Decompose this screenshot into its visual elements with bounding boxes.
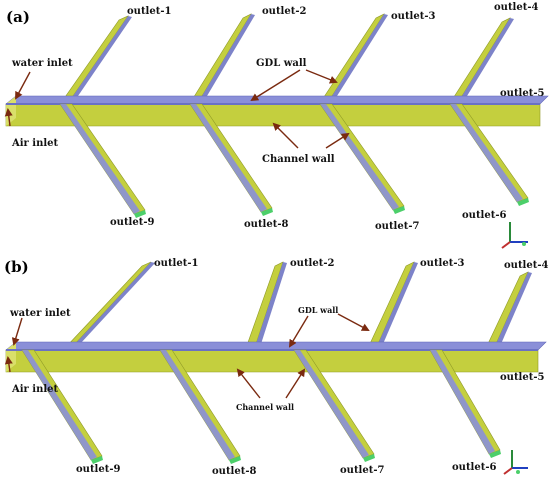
branch-outlet-3-a xyxy=(321,13,385,101)
branch-outlet-4-b xyxy=(485,271,529,349)
gdl-wall-label-a: GDL wall xyxy=(256,58,307,69)
gdl-top-face-a xyxy=(5,95,549,105)
outlet-1-label-a: outlet-1 xyxy=(127,6,171,17)
channel-front-face-b xyxy=(5,349,539,373)
upper-branches-a xyxy=(62,13,514,101)
outlet-8-label-a: outlet-8 xyxy=(244,219,288,230)
outlet-1-label-b: outlet-1 xyxy=(154,258,198,269)
branch-outlet-1-a xyxy=(62,15,129,101)
branch-outlet-2-a xyxy=(191,13,252,101)
gdl-top-face-b xyxy=(5,341,547,351)
panel-a: (a) water inlet Air inlet GDL wall Chann… xyxy=(4,2,549,249)
outlet-5-label-a: outlet-5 xyxy=(500,88,544,99)
channel-wall-label-b: Channel wall xyxy=(236,402,294,412)
lower-branches-a xyxy=(59,103,529,218)
outlet-9-label-b: outlet-9 xyxy=(76,464,120,475)
outlet-6-label-b: outlet-6 xyxy=(452,462,496,473)
outlet-8-label-b: outlet-8 xyxy=(212,466,256,477)
branch-outlet-2-side-a xyxy=(202,14,255,96)
outlet-7-label-a: outlet-7 xyxy=(375,221,419,232)
branch-outlet-3-side-a xyxy=(332,14,388,96)
channel-wall-label-a: Channel wall xyxy=(262,154,335,165)
branch-outlet-4-side-a xyxy=(462,18,514,96)
outlet-3-label-b: outlet-3 xyxy=(420,258,464,269)
water-inlet-label-a: water inlet xyxy=(11,58,73,69)
upper-branches-b xyxy=(64,261,532,349)
branch-outlet-2-b xyxy=(245,261,284,349)
axis-triad-icon xyxy=(501,222,528,249)
panel-label-a: (a) xyxy=(6,8,30,26)
branch-outlet-1-b xyxy=(64,261,152,349)
outlet-9-label-a: outlet-9 xyxy=(110,217,154,228)
branch-outlet-1-side-a xyxy=(73,16,132,96)
outlet-6-label-a: outlet-6 xyxy=(462,210,506,221)
outlet-4-label-a: outlet-4 xyxy=(494,2,538,13)
lower-branches-b xyxy=(21,349,501,464)
outlet-7-label-b: outlet-7 xyxy=(340,465,384,476)
panel-label-b: (b) xyxy=(4,258,29,276)
outlet-3-label-a: outlet-3 xyxy=(391,11,435,22)
water-inlet-label-b: water inlet xyxy=(9,308,71,319)
outlet-2-label-a: outlet-2 xyxy=(262,6,306,17)
gdl-wall-label-b: GDL wall xyxy=(298,305,338,315)
air-inlet-label-a: Air inlet xyxy=(11,138,59,149)
air-inlet-label-b: Air inlet xyxy=(11,384,59,395)
panel-b: (b) water inlet Air inlet GDL wall Chann… xyxy=(4,258,548,477)
outlet-4-label-b: outlet-4 xyxy=(504,260,548,271)
outlet-5-label-b: outlet-5 xyxy=(500,372,544,383)
main-channel-b xyxy=(5,341,547,373)
branch-outlet-3-b xyxy=(367,261,415,349)
outlet-2-label-b: outlet-2 xyxy=(290,258,334,269)
axis-triad-icon xyxy=(503,450,528,475)
